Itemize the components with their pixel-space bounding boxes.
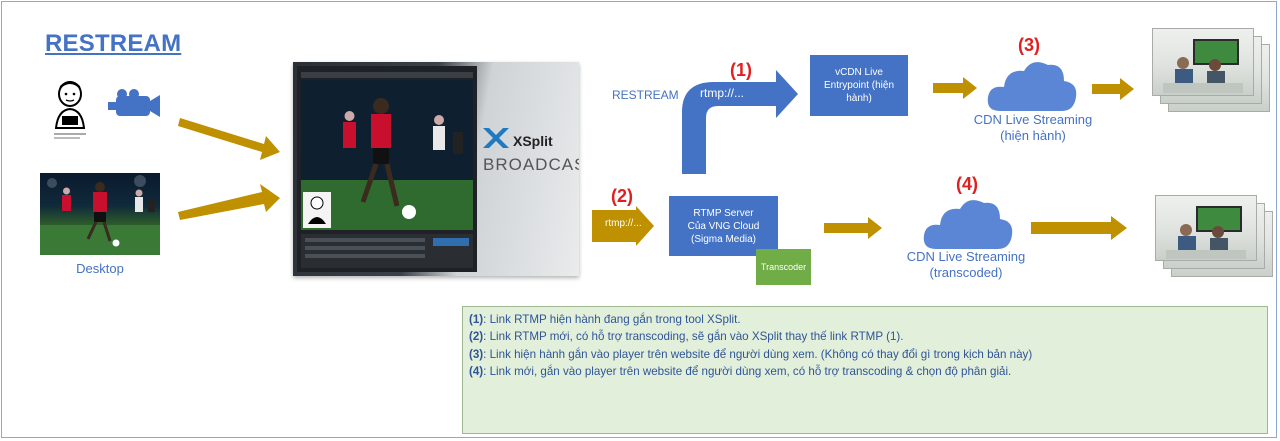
note-1-text: : Link RTMP hiện hành đang gắn trong too… — [483, 313, 741, 326]
cloud-icon-transcoded — [923, 200, 1013, 249]
vcdn-line-3: hành) — [846, 93, 872, 104]
xsplit-logo-icon — [483, 128, 509, 148]
football-photo — [40, 173, 160, 255]
cdn-transcoded-label: CDN Live Streaming (transcoded) — [890, 249, 1042, 281]
arrow-server-cloud — [824, 217, 882, 239]
cdn-transcoded-line1: CDN Live Streaming — [906, 249, 1026, 264]
note-2-text: : Link RTMP mới, có hỗ trợ transcoding, … — [483, 330, 904, 344]
xsplit-product: BROADCAST — [483, 155, 579, 174]
note-2-tag: (2) — [469, 330, 484, 344]
person-icon — [54, 81, 86, 139]
vcdn-line-2: Entrypoint (hiện — [823, 80, 895, 91]
rtmp-server-line-3: (Sigma Media) — [690, 233, 757, 245]
desktop-label: Desktop — [76, 261, 124, 276]
audience-photo-bottom — [1155, 195, 1273, 277]
rtmp-top-label: rtmp://... — [700, 86, 745, 100]
restream-label: RESTREAM — [612, 88, 679, 102]
note-4-text: : Link mới, gắn vào player trên website … — [483, 364, 1012, 378]
transcoder-box: Transcoder — [756, 249, 811, 285]
marker-4: (4) — [956, 174, 978, 194]
marker-1: (1) — [730, 60, 752, 80]
note-3-tag: (3) — [469, 347, 484, 361]
rtmp-server-line-1: RTMP Server — [693, 207, 754, 219]
rtmp-server-line-2: Của VNG Cloud — [687, 220, 760, 232]
arrow-cloud-audience-top — [1092, 78, 1134, 100]
marker-3: (3) — [1018, 35, 1040, 55]
note-1: (1): Link RTMP hiện hành đang gắn trong … — [469, 311, 1261, 328]
note-1-tag: (1) — [469, 313, 484, 326]
vcdn-entrypoint-box: vCDN Live Entrypoint (hiện hành) — [810, 55, 908, 116]
page-title: RESTREAM — [45, 30, 182, 57]
note-3: (3): Link hiện hành gắn vào player trên … — [469, 346, 1261, 363]
cdn-current-label: CDN Live Streaming (hiện hành) — [958, 112, 1108, 144]
note-3-text: : Link hiện hành gắn vào player trên web… — [483, 347, 1033, 361]
note-4-tag: (4) — [469, 364, 484, 378]
vcdn-line-1: vCDN Live — [835, 67, 883, 78]
cdn-current-line2: (hiện hành) — [1000, 128, 1066, 143]
xsplit-broadcast-screenshot: XSplit BROADCAST — [293, 62, 597, 276]
rtmp-server-box: RTMP Server Của VNG Cloud (Sigma Media) — [669, 196, 778, 256]
cdn-transcoded-line2: (transcoded) — [929, 265, 1003, 280]
note-4: (4): Link mới, gắn vào player trên websi… — [469, 363, 1261, 380]
cdn-current-line1: CDN Live Streaming — [973, 112, 1093, 127]
rtmp-bottom-arrow — [592, 206, 654, 246]
marker-2: (2) — [611, 186, 633, 206]
arrow-cloud-audience-bottom — [1031, 216, 1127, 240]
notes-box: (1): Link RTMP hiện hành đang gắn trong … — [462, 306, 1268, 434]
xsplit-brand: XSplit — [513, 133, 553, 149]
input-arrows — [178, 118, 280, 220]
rtmp-bottom-label: rtmp://... — [605, 218, 642, 229]
video-camera-icon — [108, 89, 160, 117]
bent-arrow — [682, 70, 798, 174]
cloud-icon — [987, 62, 1077, 111]
audience-photo-top — [1152, 28, 1270, 112]
arrow-vcdn-cloud — [933, 77, 977, 99]
note-2: (2): Link RTMP mới, có hỗ trợ transcodin… — [469, 328, 1261, 345]
